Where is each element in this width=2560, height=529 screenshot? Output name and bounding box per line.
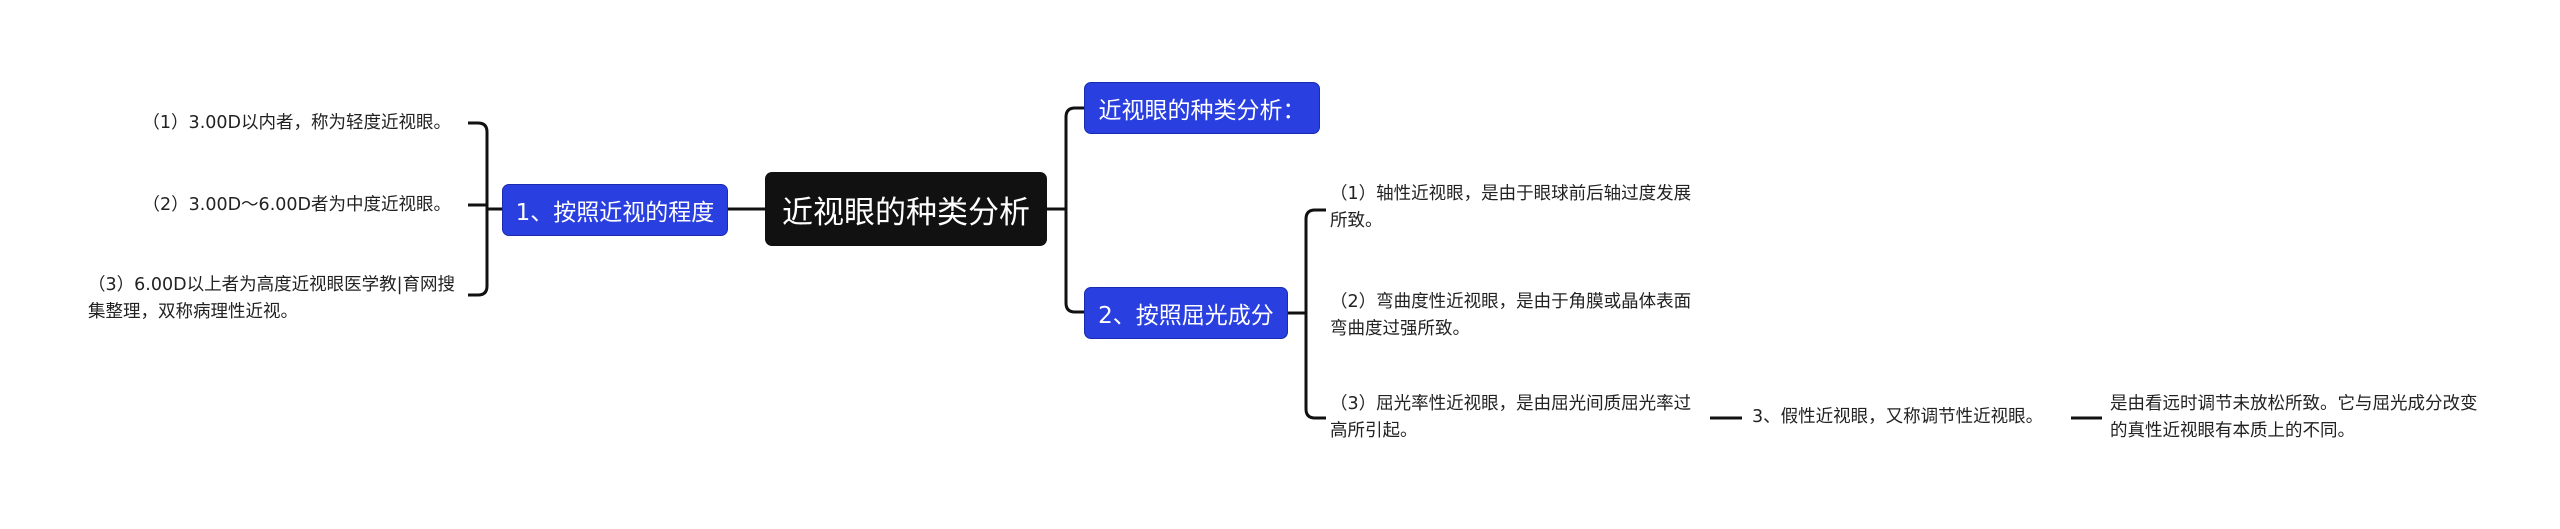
- branch-node-intro[interactable]: 近视眼的种类分析：: [1084, 82, 1320, 134]
- leaf-mild[interactable]: （1）3.00D以内者，称为轻度近视眼。: [142, 113, 451, 133]
- leaf-index[interactable]: （3）屈光率性近视眼，是由屈光间质屈光率过高所引起。: [1330, 394, 1692, 441]
- leaf-high[interactable]: （3）6.00D以上者为高度近视眼医学教|育网搜集整理，双称病理性近视。: [88, 275, 455, 322]
- leaf-pseudo-explanation[interactable]: 是由看远时调节未放松所致。它与屈光成分改变的真性近视眼有本质上的不同。: [2110, 394, 2478, 441]
- root-label: 近视眼的种类分析: [782, 194, 1030, 231]
- leaf-axial[interactable]: （1）轴性近视眼，是由于眼球前后轴过度发展所致。: [1330, 184, 1692, 231]
- leaf-pseudo-myopia[interactable]: 3、假性近视眼，又称调节性近视眼。: [1752, 407, 2044, 427]
- leaf-curvature[interactable]: （2）弯曲度性近视眼，是由于角膜或晶体表面弯曲度过强所致。: [1330, 292, 1692, 339]
- root-node[interactable]: 近视眼的种类分析: [765, 172, 1047, 246]
- branch-label: 近视眼的种类分析：: [1098, 98, 1306, 124]
- branch-label: 2、按照屈光成分: [1098, 303, 1274, 329]
- branch-node-degree[interactable]: 1、按照近视的程度: [502, 184, 728, 236]
- branch-node-refraction[interactable]: 2、按照屈光成分: [1084, 287, 1288, 339]
- branch-label: 1、按照近视的程度: [515, 200, 715, 226]
- leaf-moderate[interactable]: （2）3.00D～6.00D者为中度近视眼。: [142, 195, 451, 215]
